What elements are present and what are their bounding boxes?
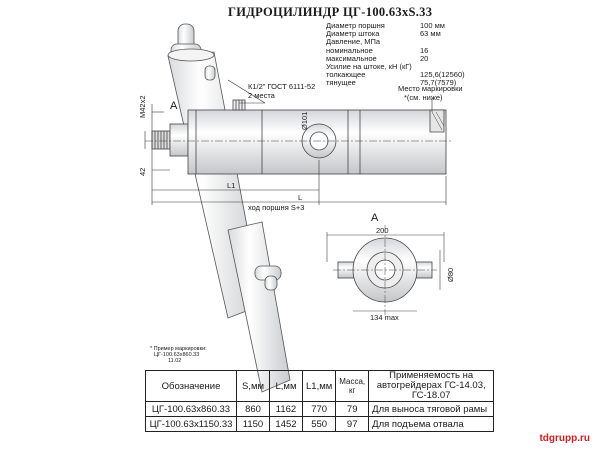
- table-row: ЦГ-100.63х1150.33 1150 1452 550 97 Для п…: [145, 416, 495, 432]
- marking-example-line: ЦГ-100.63х860.33: [154, 352, 200, 358]
- spec-value: 63 мм: [420, 29, 441, 39]
- view-a: [326, 225, 445, 315]
- spec-label: толкающее: [326, 70, 366, 80]
- spec-label: Давление, МПа: [326, 37, 381, 47]
- rod-end: [169, 123, 189, 157]
- table-header: Масса, кг: [335, 370, 370, 402]
- marking-example-line: 11.02: [168, 358, 182, 364]
- table-cell: 770: [301, 401, 337, 417]
- table-header-row: Обозначение S,мм L,мм L1,мм Масса, кг Пр…: [145, 370, 495, 402]
- spec-label: Диаметр штока: [326, 29, 380, 39]
- port-3d-bottom: [264, 275, 278, 291]
- site-link[interactable]: tdgrupp.ru: [539, 433, 590, 444]
- thread-note: К1/2" ГОСТ 6111-52: [248, 82, 316, 91]
- spec-labels: Диаметр поршня Диаметр штока Давление, М…: [326, 21, 412, 88]
- spec-value: 100 мм: [420, 21, 445, 30]
- table-cell: Для выноса тяговой рамы: [368, 401, 495, 417]
- dim-stroke: ход поршня S+3: [248, 203, 305, 212]
- table-cell: 860: [236, 401, 270, 417]
- table-header: L1,мм: [301, 370, 337, 402]
- dim-phi-101: Ø101: [300, 111, 309, 130]
- table-header: Применяемость на автогрейдерах ГС-14.03,…: [368, 370, 495, 402]
- marking-example-line: * Пример маркировки:: [150, 346, 207, 352]
- table-header: S,мм: [236, 370, 270, 402]
- spec-value: 20: [420, 53, 429, 63]
- table-cell: ЦГ-100.63х860.33: [145, 401, 237, 417]
- table-cell: 1150: [236, 416, 270, 432]
- spec-label: Диаметр поршня: [326, 21, 385, 30]
- barrel-top-3d: [167, 48, 215, 62]
- spec-value: 75,7(7579): [420, 78, 457, 88]
- spec-label: Усилие на штоке, кН (кГ): [326, 62, 412, 72]
- spec-label: номинальное: [326, 45, 373, 55]
- table-header: L,мм: [269, 370, 303, 402]
- spec-label: тянущее: [326, 78, 356, 88]
- spec-label: максимальное: [326, 53, 377, 63]
- table-header: Обозначение: [145, 370, 237, 402]
- table-cell: Для подъема отвала: [368, 416, 495, 432]
- marking-place-label: Место маркировки: [398, 84, 463, 93]
- dim-phi-80: Ø80: [446, 267, 455, 282]
- table-cell: 97: [335, 416, 370, 432]
- table-cell: 1452: [269, 416, 303, 432]
- dim-134: 134 max: [370, 313, 399, 322]
- dimension-lines: [144, 79, 447, 205]
- dim-200: 200: [376, 226, 389, 235]
- table-cell: 1162: [269, 401, 303, 417]
- dim-42: 42: [138, 167, 147, 176]
- marking-example: * Пример маркировки: ЦГ-100.63х860.33 11…: [150, 346, 207, 364]
- port-3d-top: [204, 65, 216, 81]
- view-a-marker: А: [170, 100, 178, 112]
- table-cell: ЦГ-100.63х1150.33: [145, 416, 237, 432]
- view-a-title: А: [371, 212, 379, 224]
- specification-table: Обозначение S,мм L,мм L1,мм Масса, кг Пр…: [145, 370, 495, 432]
- spec-value: 125,6(12560): [420, 70, 465, 80]
- places-note: 2 места: [248, 91, 275, 100]
- page-title: ГИДРОЦИЛИНДР ЦГ-100.63хS.33: [228, 5, 433, 19]
- spec-values: 100 мм 63 мм 16 20 125,6(12560) 75,7(757…: [420, 21, 465, 88]
- marking-see-label: *(см. ниже): [404, 93, 443, 102]
- dim-l: L: [298, 193, 303, 202]
- cylinder-side-view: [145, 99, 452, 175]
- table-row: ЦГ-100.63х860.33 860 1162 770 79 Для вын…: [145, 401, 495, 417]
- spec-value: 16: [420, 45, 429, 55]
- table-cell: 79: [335, 401, 370, 417]
- dim-m42: М42х2: [138, 95, 147, 118]
- dim-l1: L1: [227, 181, 236, 190]
- table-cell: 550: [301, 416, 337, 432]
